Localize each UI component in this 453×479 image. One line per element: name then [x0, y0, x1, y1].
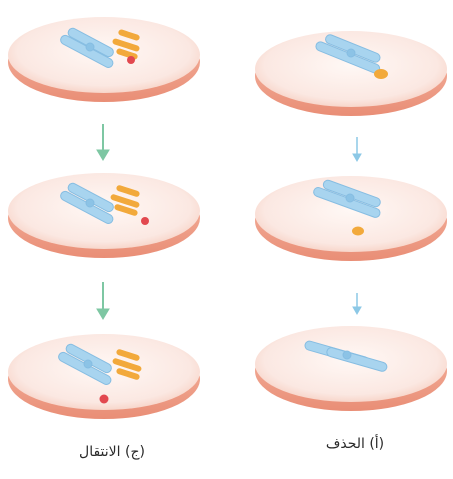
down-arrow [97, 124, 109, 160]
translocation-cell-2 [8, 173, 200, 258]
caption-translocation: (ج) الانتقال [57, 444, 167, 460]
translocation-cell-1 [8, 17, 200, 102]
orange-fragment [352, 227, 364, 236]
down-arrow [353, 137, 361, 161]
deletion-cell-3 [255, 326, 447, 411]
down-arrow [97, 282, 109, 319]
red-fragment [100, 395, 109, 404]
red-fragment [141, 217, 149, 225]
orange-fragment [374, 69, 388, 79]
deletion-cell-2 [255, 176, 447, 261]
caption-deletion: (أ) الحذف [300, 436, 410, 452]
translocation-cell-3 [8, 334, 200, 419]
deletion-cell-1 [255, 31, 447, 116]
red-fragment [127, 56, 135, 64]
down-arrow [353, 293, 361, 314]
